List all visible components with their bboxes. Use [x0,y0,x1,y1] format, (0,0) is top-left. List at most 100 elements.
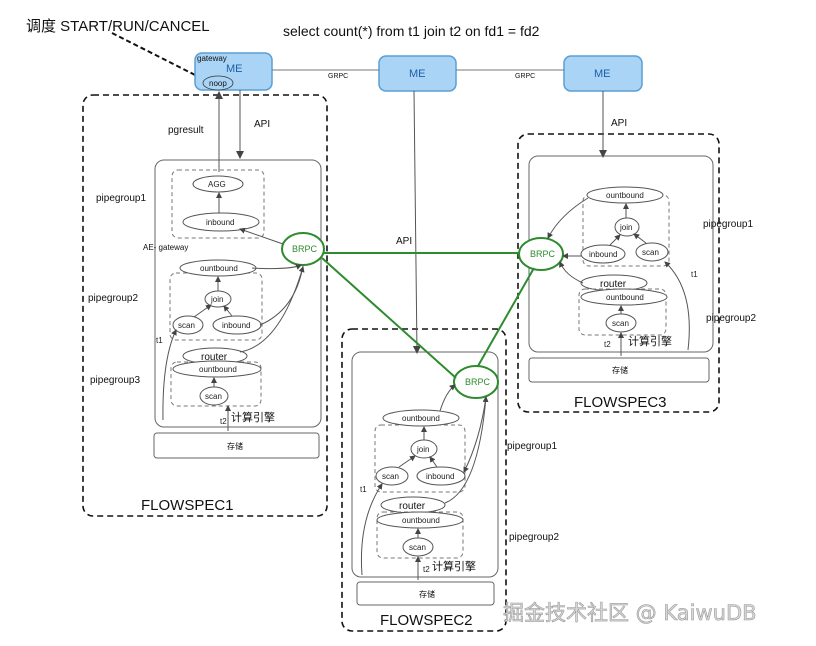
fs2-inbound-label: inbound [426,472,454,481]
pgresult-label: pgresult [168,125,204,136]
fs2-t1-label: t1 [360,485,367,494]
fs2-engine-label: 计算引擎 [432,559,476,573]
fs1-ountbound2-label: ountbound [199,365,237,374]
fs3-ountbound2-node [580,288,668,306]
fs2-router-brpc-edge [444,396,489,504]
fs1-ountbound-label: ountbound [200,264,238,273]
flowspec1-box [82,94,328,517]
fs2-t2-label: t2 [423,565,430,574]
schedule-arrow [111,32,206,81]
fs1-inbound-mid-label: inbound [222,321,250,330]
brpc-link-fs2-fs3 [477,267,535,367]
fs3-join-label: join [619,223,632,232]
fs1-router-brpc-edge [239,266,305,353]
fs2-inbound-join-edge [429,456,438,468]
me2-label: ME [409,68,426,80]
fs1-agg-label: AGG [208,180,226,189]
fs3-t2-label: t2 [604,340,611,349]
flowspec2-box [341,328,507,632]
flowspec3-storage-box [528,357,710,383]
fs1-engine-label: 计算引擎 [231,410,275,424]
flowspec3-title: FLOWSPEC3 [574,394,667,411]
schedule-label: 调度 START/RUN/CANCEL [26,18,210,35]
fs3-router-label: router [600,279,627,290]
gateway-caption: gateway [197,54,227,63]
fs3-brpc-label: BRPC [530,249,556,259]
flowspec3-storage-label: 存储 [612,365,628,375]
fs3-inbound-node [580,244,626,264]
fs1-t1-edge [162,329,177,421]
fs3-inbound-label: inbound [589,250,617,259]
fs2-scan2-label: scan [409,543,426,552]
fs3-router-brpc-edge [558,261,584,284]
fs2-out-brpc-edge [439,384,456,412]
fs3-scan-label: scan [642,248,659,257]
fs1-inbound-join-edge [223,305,233,317]
fs3-t1-edge [664,261,690,351]
fs3-out-brpc-edge [547,197,589,239]
fs1-scan-join-edge [193,304,212,318]
fs3-scan2-label: scan [612,319,629,328]
noop-label: noop [209,79,227,88]
fs1-pipegroup2: pipegroup2 [88,293,138,304]
fs2-router-label: router [399,501,426,512]
fs3-inbound-join-edge [609,234,621,246]
fs3-scan-node [635,242,669,262]
fs2-scan-node [375,466,409,486]
fs3-t1-label: t1 [691,270,698,279]
api-mid-label: API [396,236,412,247]
fs3-engine-label: 计算引擎 [628,334,672,348]
fs1-join-label: join [210,295,223,304]
fs3-scan-join-edge [633,233,647,244]
flowspec1-title: FLOWSPEC1 [141,497,234,514]
me2-node [378,55,457,92]
fs3-pipegroup1: pipegroup1 [703,219,753,230]
fs1-t2-label: t2 [220,417,227,426]
fs1-scan-label: scan [178,321,195,330]
fs1-scan-node [172,315,204,335]
fs3-ountbound-label: ountbound [606,191,644,200]
fs1-scan2-label: scan [205,392,222,401]
me3-label: ME [594,68,611,80]
fs1-brpc-inbound-edge [239,227,284,245]
me1-label: ME [226,63,243,75]
api-mid-arrow-down [412,90,421,354]
watermark: 掘金技术社区 @ KaiwuDB [503,601,757,625]
fs3-pipegroup2: pipegroup2 [706,313,756,324]
fs2-t1-edge [360,483,383,576]
flowspec2-storage-label: 存储 [419,589,435,599]
fs3-join-node [614,217,640,237]
fs2-ountbound-label: ountbound [402,414,440,423]
flowspec2-title: FLOWSPEC2 [380,612,473,629]
fs1-inbound-top-node [182,212,260,232]
fs2-pipegroup2: pipegroup2 [509,532,559,543]
grpc1-label: GRPC [328,73,348,80]
grpc2-label: GRPC [515,73,535,80]
fs1-pipegroup1: pipegroup1 [96,193,146,204]
flowspec1-storage-box [153,432,320,459]
fs2-inbound-node [416,466,466,486]
fs1-t1-label: t1 [156,336,163,345]
fs2-join-label: join [416,445,429,454]
fs1-out-brpc-edge [251,264,302,270]
noop-node [202,75,234,91]
flowspec2-storage-box [356,581,495,606]
fs2-pipegroup1: pipegroup1 [507,441,557,452]
fs2-scan-label: scan [382,472,399,481]
flowspec1-engine-box [154,159,322,428]
fs1-brpc-label: BRPC [292,244,318,254]
query-text: select count(*) from t1 join t2 on fd1 =… [283,23,540,39]
fs2-brpc-node [453,365,499,399]
fs1-pipegroup3: pipegroup3 [90,375,140,386]
fs1-ountbound2-node [172,360,262,378]
api1-label: API [254,119,270,130]
api3-label: API [611,118,627,129]
fs2-brpc-label: BRPC [465,377,491,387]
fs2-scan-join-edge [398,455,416,468]
fs1-inbound-top-label: inbound [206,218,234,227]
ae-gateway-label: AE- gateway [143,243,188,252]
flowspec2-engine-box [351,351,499,578]
fs1-router-label: router [201,352,228,363]
fs1-brpc-node [281,232,325,266]
